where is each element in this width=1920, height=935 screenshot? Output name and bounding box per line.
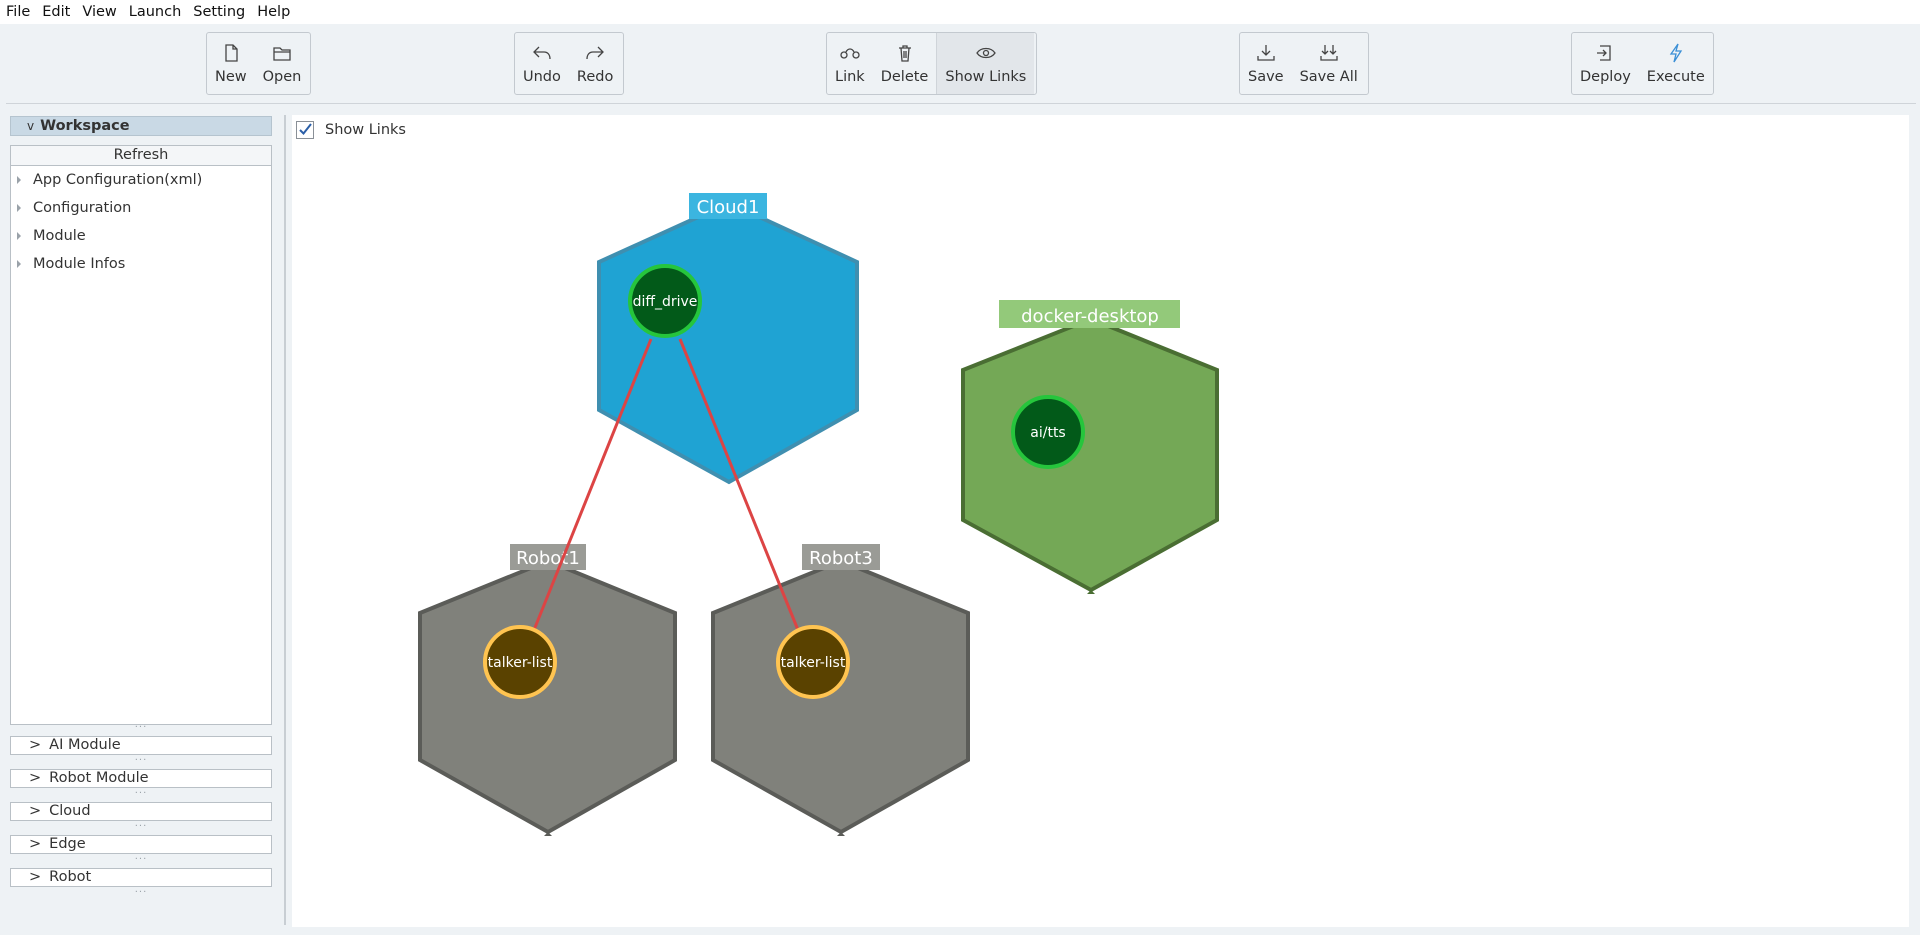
history-toolgroup: Undo Redo [514,32,624,95]
undo-icon [533,46,551,60]
section-cloud[interactable]: > Cloud [10,802,272,821]
deploy-label: Deploy [1580,69,1631,85]
deploy-toolgroup: Deploy Execute [1571,32,1714,95]
folder-icon [273,47,291,61]
workspace-header[interactable]: v Workspace [10,116,272,136]
show-links-button[interactable]: Show Links [936,33,1035,94]
chevron-right-icon: > [29,869,42,885]
tree-item-configuration[interactable]: Configuration [11,194,271,222]
chevron-right-icon: > [29,803,42,819]
show-links-checkbox[interactable] [296,121,314,139]
redo-icon [586,46,605,60]
save-label: Save [1248,69,1284,85]
section-robot-module[interactable]: > Robot Module [10,769,272,788]
section-edge[interactable]: > Edge [10,835,272,854]
checkmark-icon [299,123,312,136]
chevron-right-icon: > [29,770,42,786]
new-label: New [215,69,247,85]
menu-view[interactable]: View [82,4,117,20]
new-file-icon [225,44,238,62]
resize-grip[interactable]: ··· [134,755,148,766]
resize-grip[interactable]: ··· [134,821,148,832]
resize-grip[interactable]: ··· [134,722,148,733]
resize-grip[interactable]: ··· [134,788,148,799]
redo-label: Redo [576,69,614,85]
tree-item-label: App Configuration(xml) [33,172,203,188]
workspace-label: Workspace [40,118,130,134]
expand-arrow-icon [17,232,21,240]
section-label: Cloud [49,803,91,819]
deploy-button[interactable]: Deploy [1572,33,1639,94]
menu-file[interactable]: File [6,4,31,20]
graph-canvas[interactable] [292,115,1909,927]
resize-grip[interactable]: ··· [134,887,148,898]
menu-setting[interactable]: Setting [193,4,246,20]
section-robot[interactable]: > Robot [10,868,272,887]
menu-launch[interactable]: Launch [128,4,182,20]
execute-label: Execute [1646,69,1705,85]
workspace-tree: Refresh App Configuration(xml) Configura… [10,145,272,725]
save-all-label: Save All [1299,69,1358,85]
lightning-icon [1669,43,1682,63]
undo-button[interactable]: Undo [515,33,569,94]
section-label: Edge [49,836,86,852]
tree-item-label: Configuration [33,200,132,216]
link-button[interactable]: Link [827,33,873,94]
delete-button[interactable]: Delete [873,33,937,94]
redo-button[interactable]: Redo [569,33,621,94]
download-all-icon [1320,45,1338,61]
link-label: Link [835,69,865,85]
tree-item-label: Module [33,228,86,244]
deploy-icon [1597,45,1612,61]
link-toolgroup: Link Delete Show Links [826,32,1037,95]
section-label: AI Module [49,737,121,753]
execute-button[interactable]: Execute [1639,33,1713,94]
resize-grip[interactable]: ··· [134,854,148,865]
new-button[interactable]: New [207,33,255,94]
tree-item-label: Module Infos [33,256,126,272]
chevron-right-icon: > [29,737,42,753]
section-ai-module[interactable]: > AI Module [10,736,272,755]
show-links-checkbox-label: Show Links [325,122,406,138]
trash-icon [898,45,911,62]
section-label: Robot [49,869,92,885]
undo-label: Undo [523,69,561,85]
link-icon [840,48,860,59]
expand-arrow-icon [17,204,21,212]
tree-item-module-infos[interactable]: Module Infos [11,250,271,278]
open-label: Open [262,69,302,85]
save-toolgroup: Save Save All [1239,32,1369,95]
chevron-down-icon: v [27,119,35,133]
expand-arrow-icon [17,176,21,184]
refresh-button[interactable]: Refresh [11,146,271,166]
menu-bar: File Edit View Launch Setting Help [0,0,1920,24]
chevron-right-icon: > [29,836,42,852]
file-toolgroup: New Open [206,32,311,95]
eye-icon [976,47,996,59]
menu-help[interactable]: Help [257,4,291,20]
save-button[interactable]: Save [1240,33,1292,94]
toolbar-separator [6,103,1916,104]
tree-item-module[interactable]: Module [11,222,271,250]
menu-edit[interactable]: Edit [42,4,71,20]
show-links-label: Show Links [945,69,1027,85]
save-all-button[interactable]: Save All [1292,33,1366,94]
expand-arrow-icon [17,260,21,268]
delete-label: Delete [880,69,929,85]
section-label: Robot Module [49,770,149,786]
open-button[interactable]: Open [255,33,310,94]
panel-splitter[interactable] [284,115,286,925]
tree-item-app-configuration[interactable]: App Configuration(xml) [11,166,271,194]
download-icon [1257,45,1275,61]
